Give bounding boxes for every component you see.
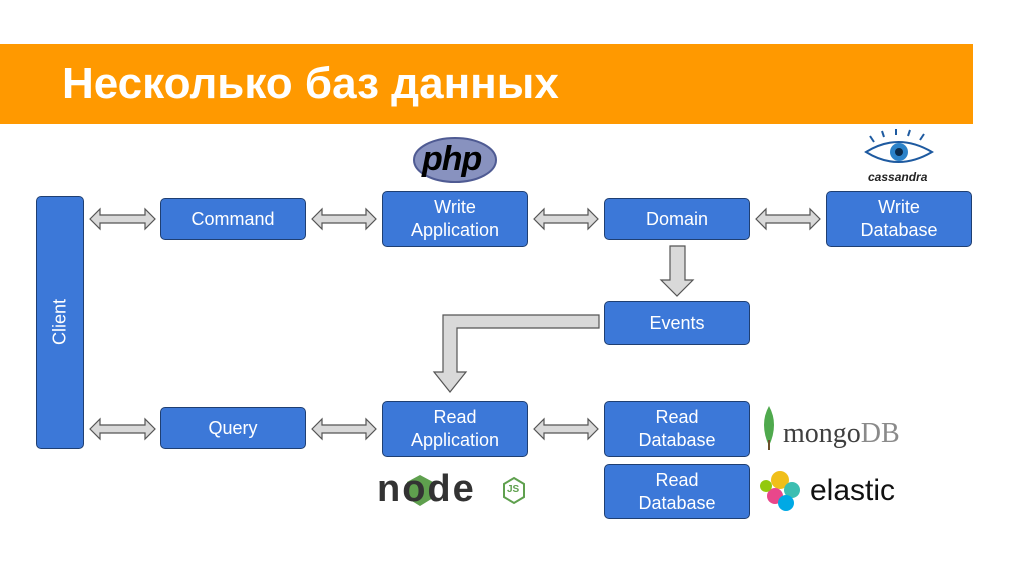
arrow-client-command (89, 207, 156, 231)
command-box[interactable]: Command (160, 198, 306, 240)
client-box[interactable] (36, 196, 84, 449)
read-application-box[interactable]: Read Application (382, 401, 528, 457)
arrow-client-query (89, 417, 156, 441)
arrow-domain-write-db (755, 207, 821, 231)
read-database-1-line-2: Database (638, 430, 716, 450)
client-label: Client (49, 298, 70, 346)
read-database-box-elastic[interactable]: Read Database (604, 464, 750, 519)
read-application-line-1: Read (433, 407, 477, 427)
nodejs-logo-badge: JS (507, 484, 520, 495)
arrow-read-app-read-db (533, 417, 599, 441)
elastic-logo-text: elastic (810, 474, 896, 507)
domain-label: Domain (645, 208, 709, 229)
mongodb-logo-text: mongoDB (783, 418, 900, 450)
read-database-2-line-1: Read (655, 469, 699, 490)
mongodb-logo-text-db: DB (860, 418, 900, 449)
query-label: Query (208, 417, 258, 438)
arrow-write-app-domain (533, 207, 599, 231)
write-application-line-1: Write (434, 197, 476, 217)
read-application-line-2: Application (410, 430, 500, 450)
events-label: Events (649, 312, 705, 333)
write-database-box[interactable]: Write Database (826, 191, 972, 247)
arrow-command-write-app (311, 207, 377, 231)
arrow-query-read-app (311, 417, 377, 441)
query-box[interactable]: Query (160, 407, 306, 449)
mongodb-logo-text-mongo: mongo (783, 418, 861, 449)
arrow-events-read-app (432, 314, 600, 393)
slide-title: Несколько баз данных (62, 59, 559, 108)
write-application-box[interactable]: Write Application (382, 191, 528, 247)
write-database-line-1: Write (878, 197, 920, 217)
php-logo-text: php (422, 140, 482, 178)
arrow-domain-events (659, 245, 695, 297)
title-bar (0, 44, 973, 124)
read-database-1-line-1: Read (655, 407, 699, 427)
read-database-box-mongodb[interactable]: Read Database (604, 401, 750, 457)
domain-box[interactable]: Domain (604, 198, 750, 240)
write-database-line-2: Database (860, 220, 938, 240)
write-application-line-2: Application (410, 220, 500, 240)
command-label: Command (191, 208, 275, 229)
cassandra-logo-text: cassandra (868, 170, 928, 184)
nodejs-logo-text: node (377, 468, 476, 510)
read-database-2-line-2: Database (638, 492, 716, 513)
events-box[interactable]: Events (604, 301, 750, 345)
